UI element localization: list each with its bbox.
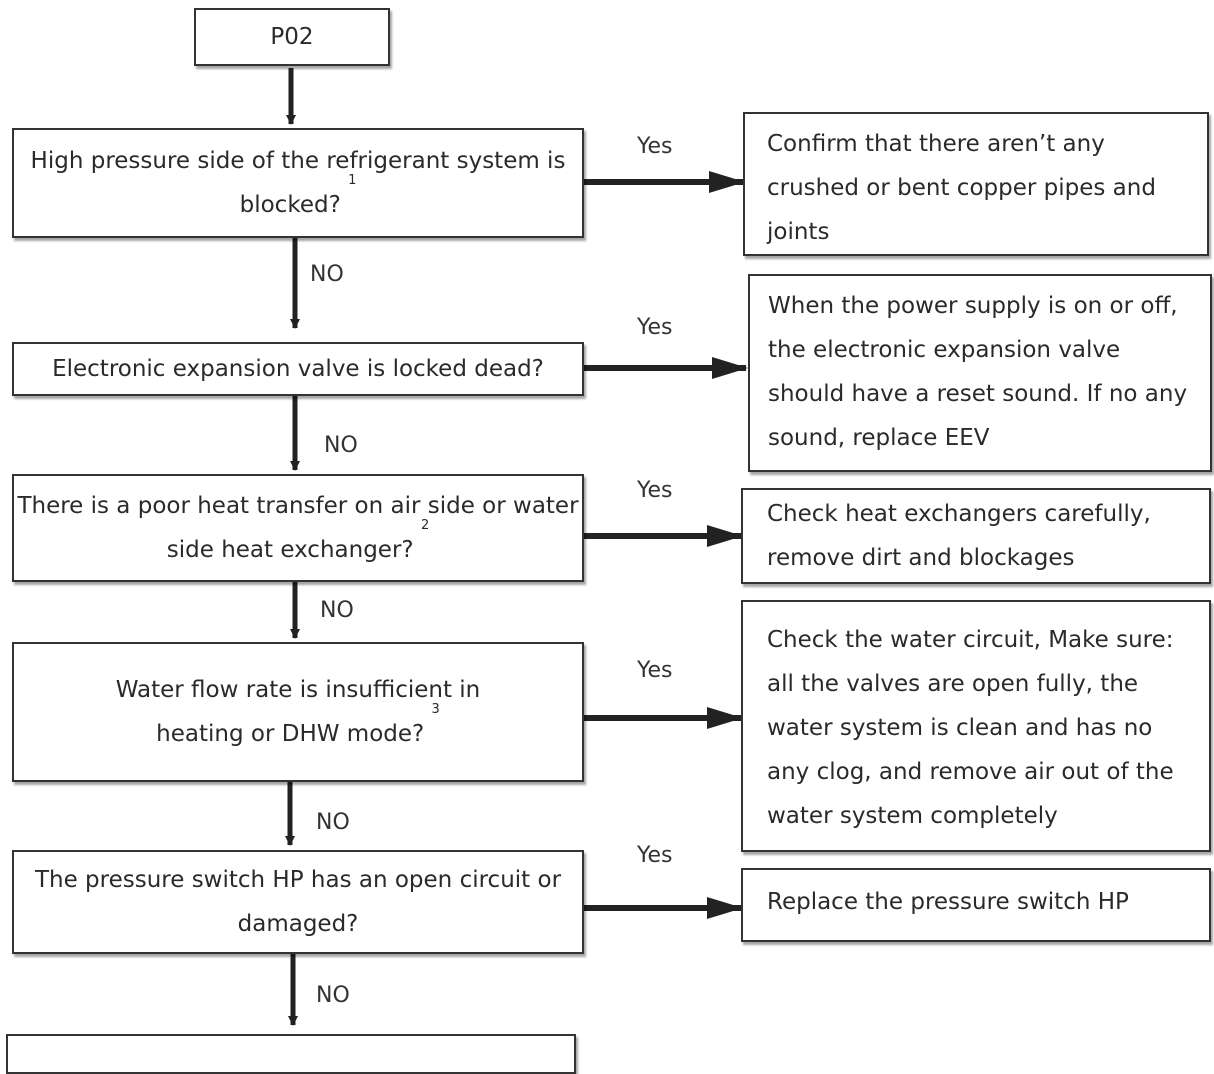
action-text-1: Confirm that there aren’t any crushed or… bbox=[767, 131, 1156, 245]
no-label-4: NO bbox=[316, 810, 350, 835]
decision-text-4: Water flow rate is insufficient in heati… bbox=[104, 668, 492, 756]
start-node: P02 bbox=[194, 8, 390, 66]
decision-question-1: High pressure side of the refrigerant sy… bbox=[30, 148, 566, 218]
decision-box-1: High pressure side of the refrigerant sy… bbox=[12, 128, 584, 238]
decision-question-3: There is a poor heat transfer on air sid… bbox=[17, 493, 579, 563]
decision-box-2: Electronic expansion valve is locked dea… bbox=[12, 342, 584, 396]
decision-question-4: Water flow rate is insufficient in heati… bbox=[115, 677, 481, 747]
next-box-partial bbox=[6, 1034, 576, 1074]
footnote-marker-3: 2 bbox=[420, 518, 430, 533]
action-text-2: When the power supply is on or off, the … bbox=[768, 293, 1188, 451]
no-label-2: NO bbox=[324, 433, 358, 458]
footnote-marker-4: 3 bbox=[431, 702, 440, 717]
action-box-2: When the power supply is on or off, the … bbox=[748, 274, 1212, 472]
yes-label-2: Yes bbox=[637, 315, 673, 340]
no-label-3: NO bbox=[320, 598, 354, 623]
decision-text-1: High pressure side of the refrigerant sy… bbox=[14, 139, 582, 227]
action-text-5: Replace the pressure switch HP bbox=[767, 889, 1129, 915]
no-label-5: NO bbox=[316, 983, 350, 1008]
yes-label-3: Yes bbox=[637, 478, 673, 503]
flowchart-connectors bbox=[285, 68, 748, 1026]
footnote-marker-1: 1 bbox=[348, 173, 357, 188]
action-box-1: Confirm that there aren’t any crushed or… bbox=[743, 112, 1209, 256]
decision-box-3: There is a poor heat transfer on air sid… bbox=[12, 474, 584, 582]
yes-label-1: Yes bbox=[637, 134, 673, 159]
action-text-3: Check heat exchangers carefully, remove … bbox=[767, 501, 1151, 571]
yes-label-5: Yes bbox=[637, 843, 673, 868]
decision-box-4: Water flow rate is insufficient in heati… bbox=[12, 642, 584, 782]
start-node-label: P02 bbox=[270, 24, 314, 50]
decision-box-5: The pressure switch HP has an open circu… bbox=[12, 850, 584, 954]
decision-question-2: Electronic expansion valve is locked dea… bbox=[52, 356, 544, 382]
action-box-3: Check heat exchangers carefully, remove … bbox=[741, 488, 1211, 584]
action-box-4: Check the water circuit, Make sure: all … bbox=[741, 600, 1211, 852]
action-text-4: Check the water circuit, Make sure: all … bbox=[767, 627, 1174, 829]
action-box-5: Replace the pressure switch HP bbox=[741, 868, 1211, 942]
decision-text-3: There is a poor heat transfer on air sid… bbox=[14, 484, 582, 572]
no-label-1: NO bbox=[310, 262, 344, 287]
yes-label-4: Yes bbox=[637, 658, 673, 683]
decision-question-5: The pressure switch HP has an open circu… bbox=[34, 867, 562, 937]
